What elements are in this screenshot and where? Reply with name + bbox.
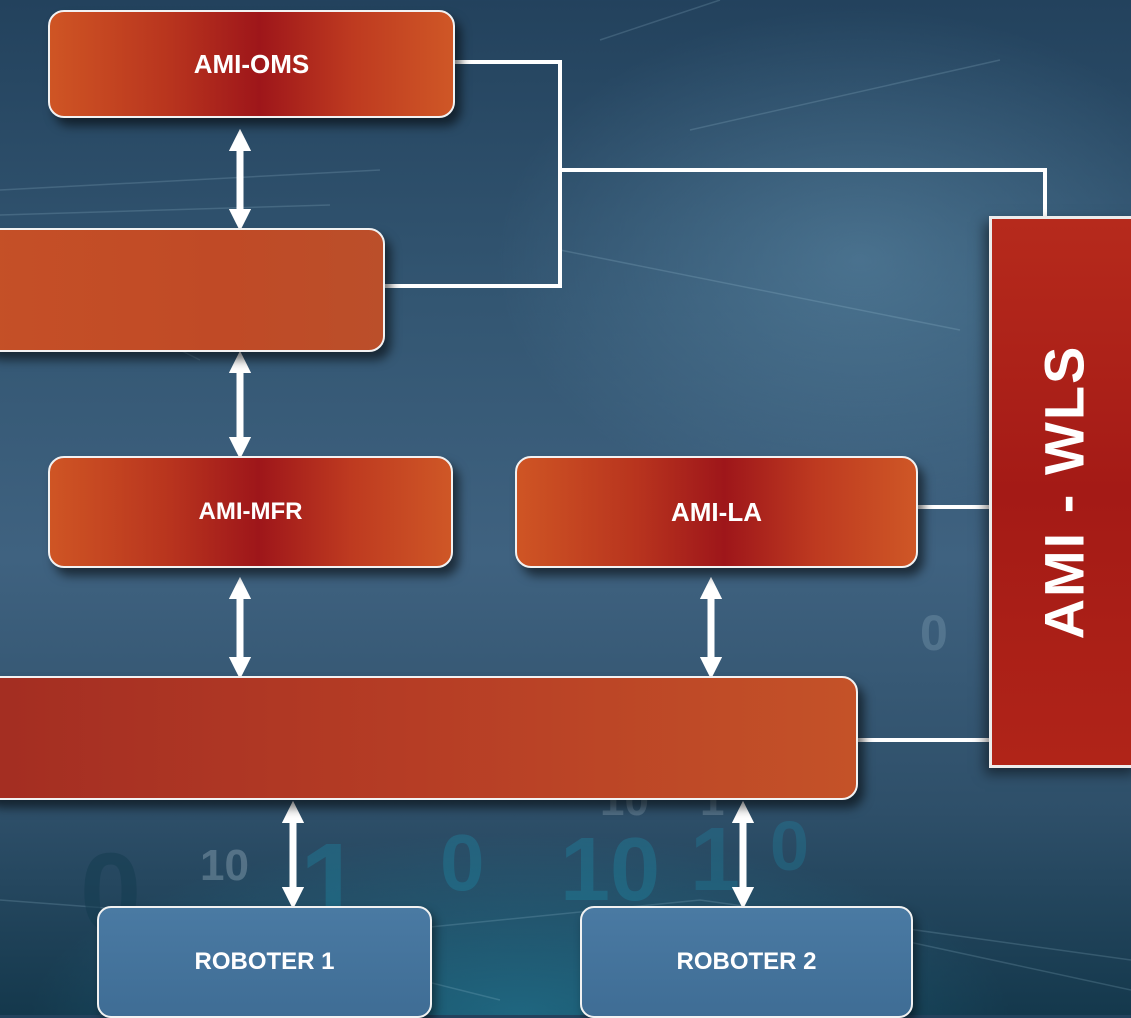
roboter-1-label: ROBOTER 1 — [194, 948, 335, 975]
ami-wls-label: AMI - WLS — [1032, 344, 1096, 640]
ami-oms-label: AMI-OMS — [193, 48, 310, 79]
ami-oms-box[interactable]: AMI-OMS — [48, 10, 455, 118]
bottom-bar-box[interactable] — [0, 676, 858, 800]
ami-wls-box[interactable]: AMI - WLS — [989, 216, 1131, 768]
ami-mfr-label: AMI-MFR — [198, 498, 303, 525]
connector-oms-right — [385, 60, 562, 288]
roboter-2-box[interactable]: ROBOTER 2 — [580, 906, 913, 1018]
roboter-1-box[interactable]: ROBOTER 1 — [97, 906, 432, 1018]
ami-la-label: AMI-LA — [671, 496, 762, 527]
ami-mfr-box[interactable]: AMI-MFR — [48, 456, 453, 568]
ami-la-box[interactable]: AMI-LA — [515, 456, 918, 568]
middle-box[interactable] — [0, 228, 385, 352]
connector-mid-to-wls — [560, 168, 1047, 218]
roboter-2-label: ROBOTER 2 — [676, 948, 817, 975]
